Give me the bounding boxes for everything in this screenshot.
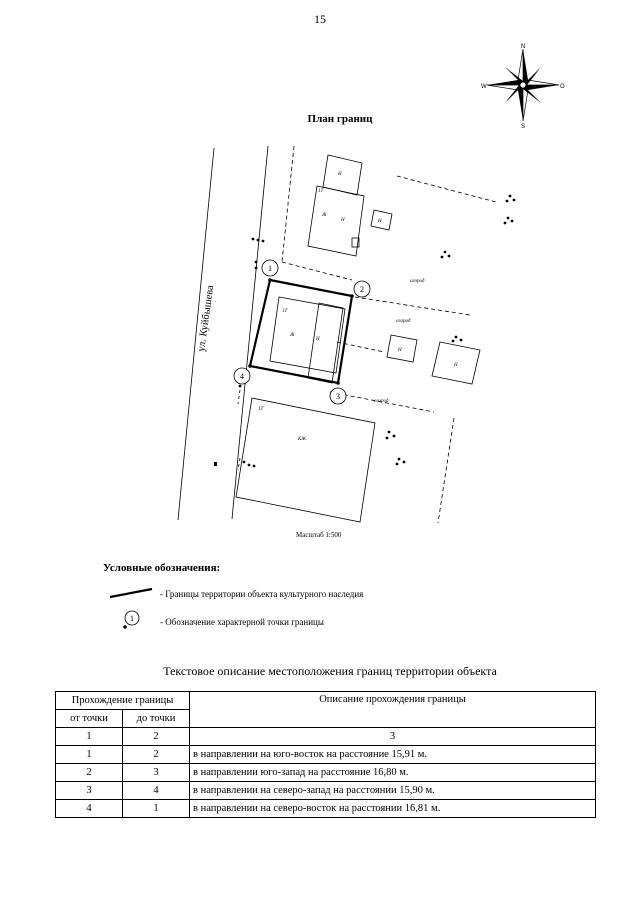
fence-line	[281, 261, 353, 281]
building-label: Ж	[289, 333, 295, 338]
fence-line	[354, 296, 471, 316]
boundary-point-1: 1	[261, 259, 279, 282]
table-header-group: Прохождение границы	[55, 691, 190, 710]
page-number: 15	[314, 12, 326, 26]
tree-icon	[506, 216, 510, 220]
building-label: 1Т	[282, 309, 289, 314]
fence-line	[237, 389, 241, 405]
building-label: Н	[337, 172, 342, 177]
table-row: 4 1 в направлении на северо-восток на ра…	[55, 799, 596, 818]
site-plan-map: ул. Куйбышева огород огород огород Н 1Т …	[177, 145, 516, 524]
house-annex	[307, 302, 344, 384]
garden-label: огород	[374, 399, 389, 404]
compass-east-label: O	[560, 84, 565, 90]
garden-label: огород	[410, 279, 425, 284]
compass-south-label: S	[521, 124, 525, 130]
svg-text:4: 4	[240, 372, 244, 381]
building-label: Н	[315, 337, 320, 342]
boundary-point-4: 4	[233, 364, 252, 385]
garden-label: огород	[396, 319, 411, 324]
tree-icon	[242, 460, 246, 464]
legend-boundary-text: - Границы территории объекта культурного…	[160, 589, 364, 599]
marker-icon	[214, 462, 217, 466]
fence-line	[329, 391, 435, 413]
svg-text:3: 3	[336, 392, 340, 401]
tree-icon	[508, 194, 512, 198]
shed-right-2	[431, 341, 481, 385]
fence-line	[396, 175, 497, 203]
boundary-point-symbol-icon: 1	[123, 610, 140, 629]
tree-icon	[254, 260, 258, 264]
boundary-point-2: 2	[350, 280, 371, 298]
table-row: 2 3 в направлении юго-запад на расстояни…	[55, 763, 596, 782]
table-header-to: до точки	[122, 709, 190, 728]
boundary-table: Прохождение границы Описание прохождения…	[55, 691, 596, 818]
boundary-line-symbol-icon	[109, 587, 153, 599]
table-numbering-row: 1 2 3	[55, 727, 596, 746]
tree-icon	[397, 457, 401, 461]
svg-text:2: 2	[360, 285, 364, 294]
fence-line	[237, 457, 241, 471]
table-title: Текстовое описание местоположения границ…	[163, 664, 497, 678]
compass-rose-icon: N S W O	[481, 44, 565, 130]
table-row: 1 2 в направлении на юго-восток на расст…	[55, 745, 596, 764]
building-label: Ж	[321, 213, 327, 218]
house-main	[269, 296, 346, 374]
street-line-right	[231, 145, 269, 520]
compass-north-label: N	[521, 44, 525, 50]
building-label: Н	[377, 219, 382, 224]
scale-label: Масштаб 1:500	[296, 531, 342, 539]
outbuilding-small	[370, 209, 393, 231]
building-bottom	[235, 397, 376, 523]
fence-line	[281, 145, 295, 263]
building-label: КЖ	[297, 437, 306, 442]
plan-title: План границ	[307, 113, 373, 125]
legend-point-number: 1	[130, 614, 134, 623]
legend-title: Условные обозначения:	[103, 562, 221, 574]
house-top	[307, 185, 365, 257]
boundary-point-3: 3	[329, 381, 347, 405]
tree-icon	[387, 430, 391, 434]
tree-icon	[443, 250, 447, 254]
tree-icon	[251, 237, 255, 241]
outbuilding-porch	[351, 237, 360, 248]
outbuilding-top	[322, 154, 363, 196]
building-label: Н	[340, 218, 345, 223]
legend-point-text: - Обозначение характерной точки границы	[160, 617, 324, 627]
street-line-left	[177, 147, 215, 521]
street-name: ул. Куйбышева	[196, 284, 216, 352]
table-row: 3 4 в направлении на северо-запад на рас…	[55, 781, 596, 800]
fence-line	[437, 417, 455, 524]
building-label: Н	[397, 348, 402, 353]
compass-west-label: W	[481, 84, 487, 90]
building-label: 1Т	[318, 189, 325, 194]
building-label: Н	[453, 363, 458, 368]
svg-text:1: 1	[268, 264, 272, 273]
table-header-desc: Описание прохождения границы	[189, 691, 596, 728]
shed-right-1	[386, 334, 418, 363]
tree-icon	[454, 335, 458, 339]
building-label: 1Т	[258, 407, 265, 412]
table-header-from: от точки	[55, 709, 123, 728]
